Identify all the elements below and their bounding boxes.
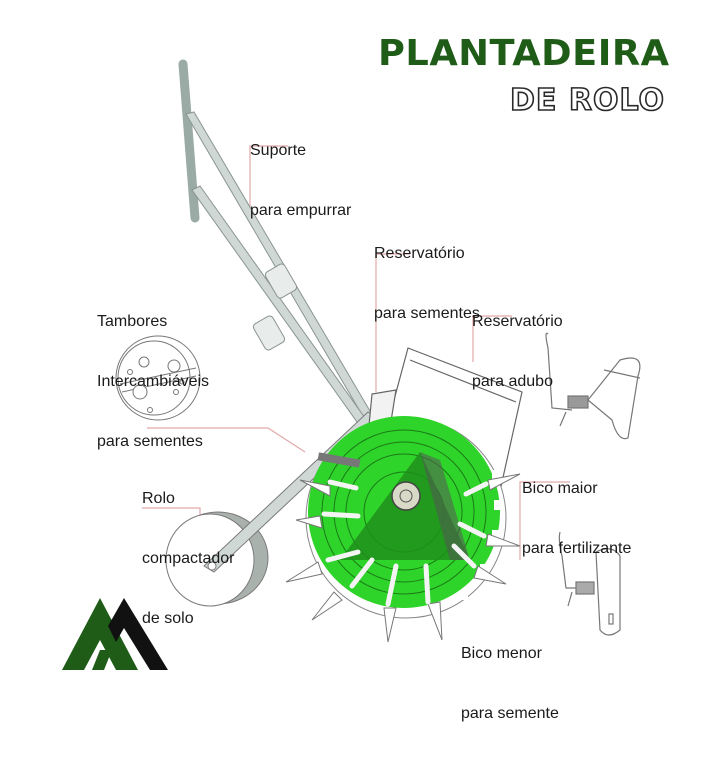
label-line: para semente xyxy=(461,705,559,722)
planter-illustration xyxy=(62,59,641,670)
brand-logo xyxy=(62,598,168,670)
label-line: Bico menor xyxy=(461,645,542,662)
label-line: para empurrar xyxy=(250,202,352,219)
label-line: de solo xyxy=(142,610,194,627)
drum-fingers xyxy=(321,479,489,607)
label-line: para adubo xyxy=(472,373,553,390)
drum-spikes xyxy=(285,473,521,643)
label-bico-maior: Bico maior para fertilizante xyxy=(522,439,631,599)
label-line: Tambores xyxy=(97,313,168,330)
label-rolo: Rolo compactador de solo xyxy=(142,449,235,669)
label-line: compactador xyxy=(142,550,235,567)
title-sub: DE ROLO xyxy=(509,83,665,118)
label-line: para sementes xyxy=(374,305,480,322)
leader-lines xyxy=(142,145,570,560)
diagram-canvas: PLANTADEIRA DE ROLO Suporte para empurra… xyxy=(62,33,670,722)
label-tambores: Tambores Intercambiáveis para sementes xyxy=(97,272,209,492)
small-nozzle-illustration xyxy=(558,531,621,636)
large-nozzle-illustration xyxy=(545,332,641,440)
label-line: Suporte xyxy=(250,142,307,159)
label-line: para fertilizante xyxy=(522,540,632,557)
label-reservatorio-sementes: Reservatório para sementes xyxy=(374,204,480,364)
label-line: para sementes xyxy=(97,433,203,450)
label-reservatorio-adubo: Reservatório para adubo xyxy=(472,272,563,432)
label-line: Intercambiáveis xyxy=(97,373,210,390)
label-line: Bico maior xyxy=(522,480,598,497)
label-line: Reservatório xyxy=(374,245,465,262)
push-handle xyxy=(178,59,403,475)
label-line: Reservatório xyxy=(472,313,563,330)
title-main: PLANTADEIRA xyxy=(378,33,670,74)
label-bico-menor: Bico menor para semente xyxy=(461,604,559,764)
label-line: Rolo xyxy=(142,490,175,507)
drum-illustration xyxy=(115,335,201,421)
seed-drum xyxy=(305,416,507,619)
label-suporte: Suporte para empurrar xyxy=(250,101,351,261)
